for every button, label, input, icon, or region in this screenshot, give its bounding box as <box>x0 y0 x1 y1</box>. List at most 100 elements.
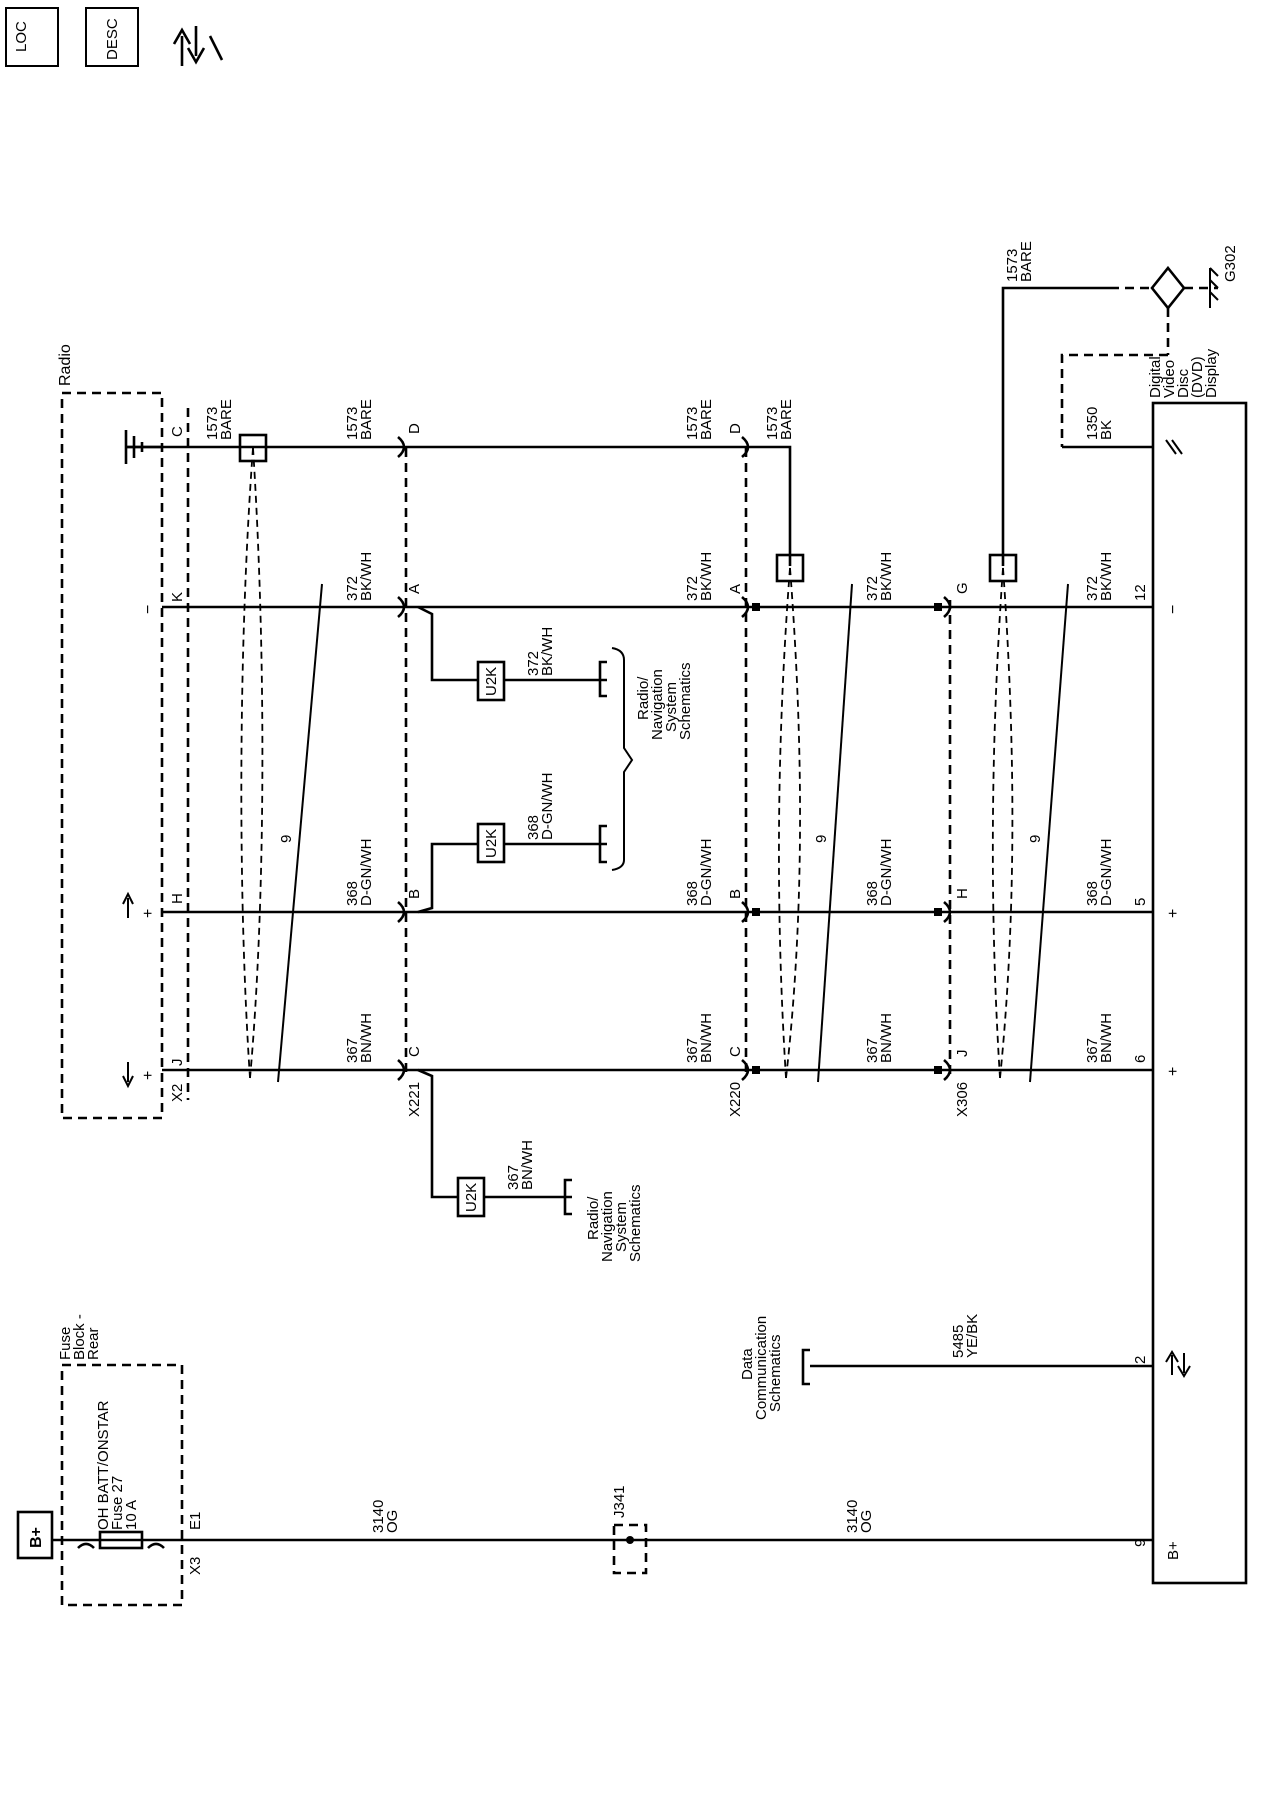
u2k-branch-367[interactable]: U2K 367 BN/WH Radio/ Navigation System S… <box>417 1068 644 1262</box>
svg-text:1573: 1573 <box>684 407 701 440</box>
radio-pin-j: J <box>169 1059 186 1067</box>
signal-out-arrow-icon <box>122 891 134 918</box>
twisted-pair-shield-2: 9 372 BK/WH 368 D-GN/WH 367 BN/WH <box>775 552 895 1083</box>
svg-text:D-GN/WH: D-GN/WH <box>698 839 715 907</box>
svg-text:Video: Video <box>1161 360 1178 398</box>
wire-1350[interactable]: 1350 BK <box>1062 407 1183 455</box>
svg-text:BARE: BARE <box>1018 241 1035 282</box>
internal-ground-icon <box>1165 439 1183 455</box>
dvd-display-component[interactable]: Digital Video Disc (DVD) Display 12 5 6 … <box>1132 348 1248 1585</box>
svg-text:BN/WH: BN/WH <box>1098 1013 1115 1063</box>
svg-text:368: 368 <box>684 881 701 906</box>
connector-x2-label: X2 <box>169 1084 186 1102</box>
svg-text:J: J <box>954 1050 971 1058</box>
svg-text:2: 2 <box>1132 1356 1149 1364</box>
splice-j341[interactable]: J341 <box>611 1485 648 1575</box>
svg-text:BK/WH: BK/WH <box>1098 552 1115 601</box>
u2k-branch-372[interactable]: U2K 372 BK/WH <box>417 605 607 702</box>
wire-3140[interactable]: 3140 OG 3140 OG <box>52 1500 1153 1542</box>
svg-text:368: 368 <box>864 881 881 906</box>
svg-text:Disc: Disc <box>1175 368 1192 398</box>
svg-text:Digital: Digital <box>1147 356 1164 398</box>
svg-text:Schematics: Schematics <box>627 1184 644 1262</box>
svg-text:372: 372 <box>1084 576 1101 601</box>
connector-e1-label: E1 <box>187 1512 204 1530</box>
connector-x221[interactable]: D A B C X221 <box>397 423 423 1117</box>
svg-text:6: 6 <box>1132 1055 1149 1063</box>
svg-text:B+: B+ <box>28 1527 45 1548</box>
svg-text:YE/BK: YE/BK <box>964 1314 981 1358</box>
svg-text:372: 372 <box>864 576 881 601</box>
chassis-ground-icon <box>1209 267 1219 308</box>
svg-text:3140: 3140 <box>370 1500 387 1533</box>
svg-text:A: A <box>727 584 744 594</box>
svg-text:9: 9 <box>1132 1539 1149 1547</box>
svg-text:OH BATT/ONSTAR: OH BATT/ONSTAR <box>95 1400 112 1530</box>
svg-text:BK/WH: BK/WH <box>698 552 715 601</box>
connector-x306-label: X306 <box>954 1082 971 1117</box>
svg-text:Fuse 27: Fuse 27 <box>109 1476 126 1530</box>
svg-text:10 A: 10 A <box>123 1500 140 1530</box>
svg-text:Fuse: Fuse <box>57 1327 74 1360</box>
battery-b-plus[interactable]: B+ <box>16 1510 54 1560</box>
svg-text:D-GN/WH: D-GN/WH <box>878 839 895 907</box>
signal-in-arrow-icon <box>122 1062 134 1089</box>
radio-pins: C K H J X2 − + + <box>122 426 186 1102</box>
wire-1573-to-g302[interactable]: 1573 BARE <box>1001 241 1150 566</box>
connector-x306[interactable]: G H J X306 <box>934 582 971 1117</box>
desc-icon[interactable]: DESC <box>85 7 139 67</box>
loc-icon[interactable]: LOC <box>5 7 59 67</box>
svg-text:Display: Display <box>1203 348 1220 398</box>
svg-text:Rear: Rear <box>85 1327 102 1360</box>
svg-text:BN/WH: BN/WH <box>358 1013 375 1063</box>
connector-x3-label: X3 <box>187 1557 204 1575</box>
svg-text:9: 9 <box>1027 835 1044 843</box>
svg-text:372: 372 <box>684 576 701 601</box>
svg-text:−: − <box>1165 605 1182 614</box>
bidirectional-data-icon <box>1165 1350 1191 1378</box>
wire-labels-radio-x221: 1573 BARE 1573 BARE 372 BK/WH 368 D-GN/W… <box>204 399 375 1063</box>
svg-text:BARE: BARE <box>698 399 715 440</box>
svg-text:C: C <box>406 1046 423 1057</box>
svg-text:BK/WH: BK/WH <box>878 552 895 601</box>
svg-text:BN/WH: BN/WH <box>878 1013 895 1063</box>
svg-text:5: 5 <box>1132 898 1149 906</box>
svg-text:G: G <box>954 582 971 594</box>
twisted-pair-shield-3: 9 372 BK/WH 368 D-GN/WH 367 BN/WH <box>988 552 1115 1083</box>
radio-component[interactable]: Radio <box>57 344 190 1120</box>
svg-text:1573: 1573 <box>344 407 361 440</box>
ground-g302[interactable]: G302 <box>1060 245 1239 447</box>
data-comm-schematics-link[interactable]: Data Communication Schematics <box>739 1316 784 1420</box>
connector-x220[interactable]: D A B C X220 <box>727 423 760 1117</box>
wire-5485[interactable]: 5485 YE/BK <box>801 1314 1153 1386</box>
svg-text:U2K: U2K <box>483 667 500 696</box>
u2k-branch-368[interactable]: U2K 368 D-GN/WH <box>417 773 607 914</box>
radio-minus-sign: − <box>140 605 157 614</box>
radio-pin-h: H <box>169 893 186 904</box>
svg-text:D-GN/WH: D-GN/WH <box>1098 839 1115 907</box>
svg-text:372: 372 <box>344 576 361 601</box>
wire-1573-drain[interactable] <box>126 445 792 566</box>
svg-text:U2K: U2K <box>483 829 500 858</box>
desc-label: DESC <box>104 18 121 60</box>
radio-pin-c: C <box>169 426 186 437</box>
twisted-pair-shield-1 <box>238 433 323 1083</box>
svg-text:(DVD): (DVD) <box>1189 356 1206 398</box>
svg-text:367: 367 <box>684 1038 701 1063</box>
svg-text:+: + <box>1165 1067 1182 1076</box>
wire-labels-x221-x220: 1573 BARE 372 BK/WH 368 D-GN/WH 367 BN/W… <box>684 399 715 1063</box>
radio-nav-schematics-link-1[interactable]: Radio/ Navigation System Schematics <box>598 647 694 871</box>
svg-text:368: 368 <box>344 881 361 906</box>
svg-text:BARE: BARE <box>358 399 375 440</box>
svg-text:BK: BK <box>1098 420 1115 440</box>
svg-text:BARE: BARE <box>778 399 795 440</box>
fuse-block-rear[interactable]: Fuse Block - Rear OH BATT/ONSTAR Fuse 27… <box>57 1314 184 1607</box>
radio-label: Radio <box>57 344 74 386</box>
svg-text:Navigation: Navigation <box>649 669 666 740</box>
svg-text:BN/WH: BN/WH <box>519 1140 536 1190</box>
svg-text:+: + <box>1165 909 1182 918</box>
svg-text:1350: 1350 <box>1084 407 1101 440</box>
up-down-arrow-wrench-icon[interactable] <box>172 26 224 66</box>
svg-text:B: B <box>727 889 744 899</box>
